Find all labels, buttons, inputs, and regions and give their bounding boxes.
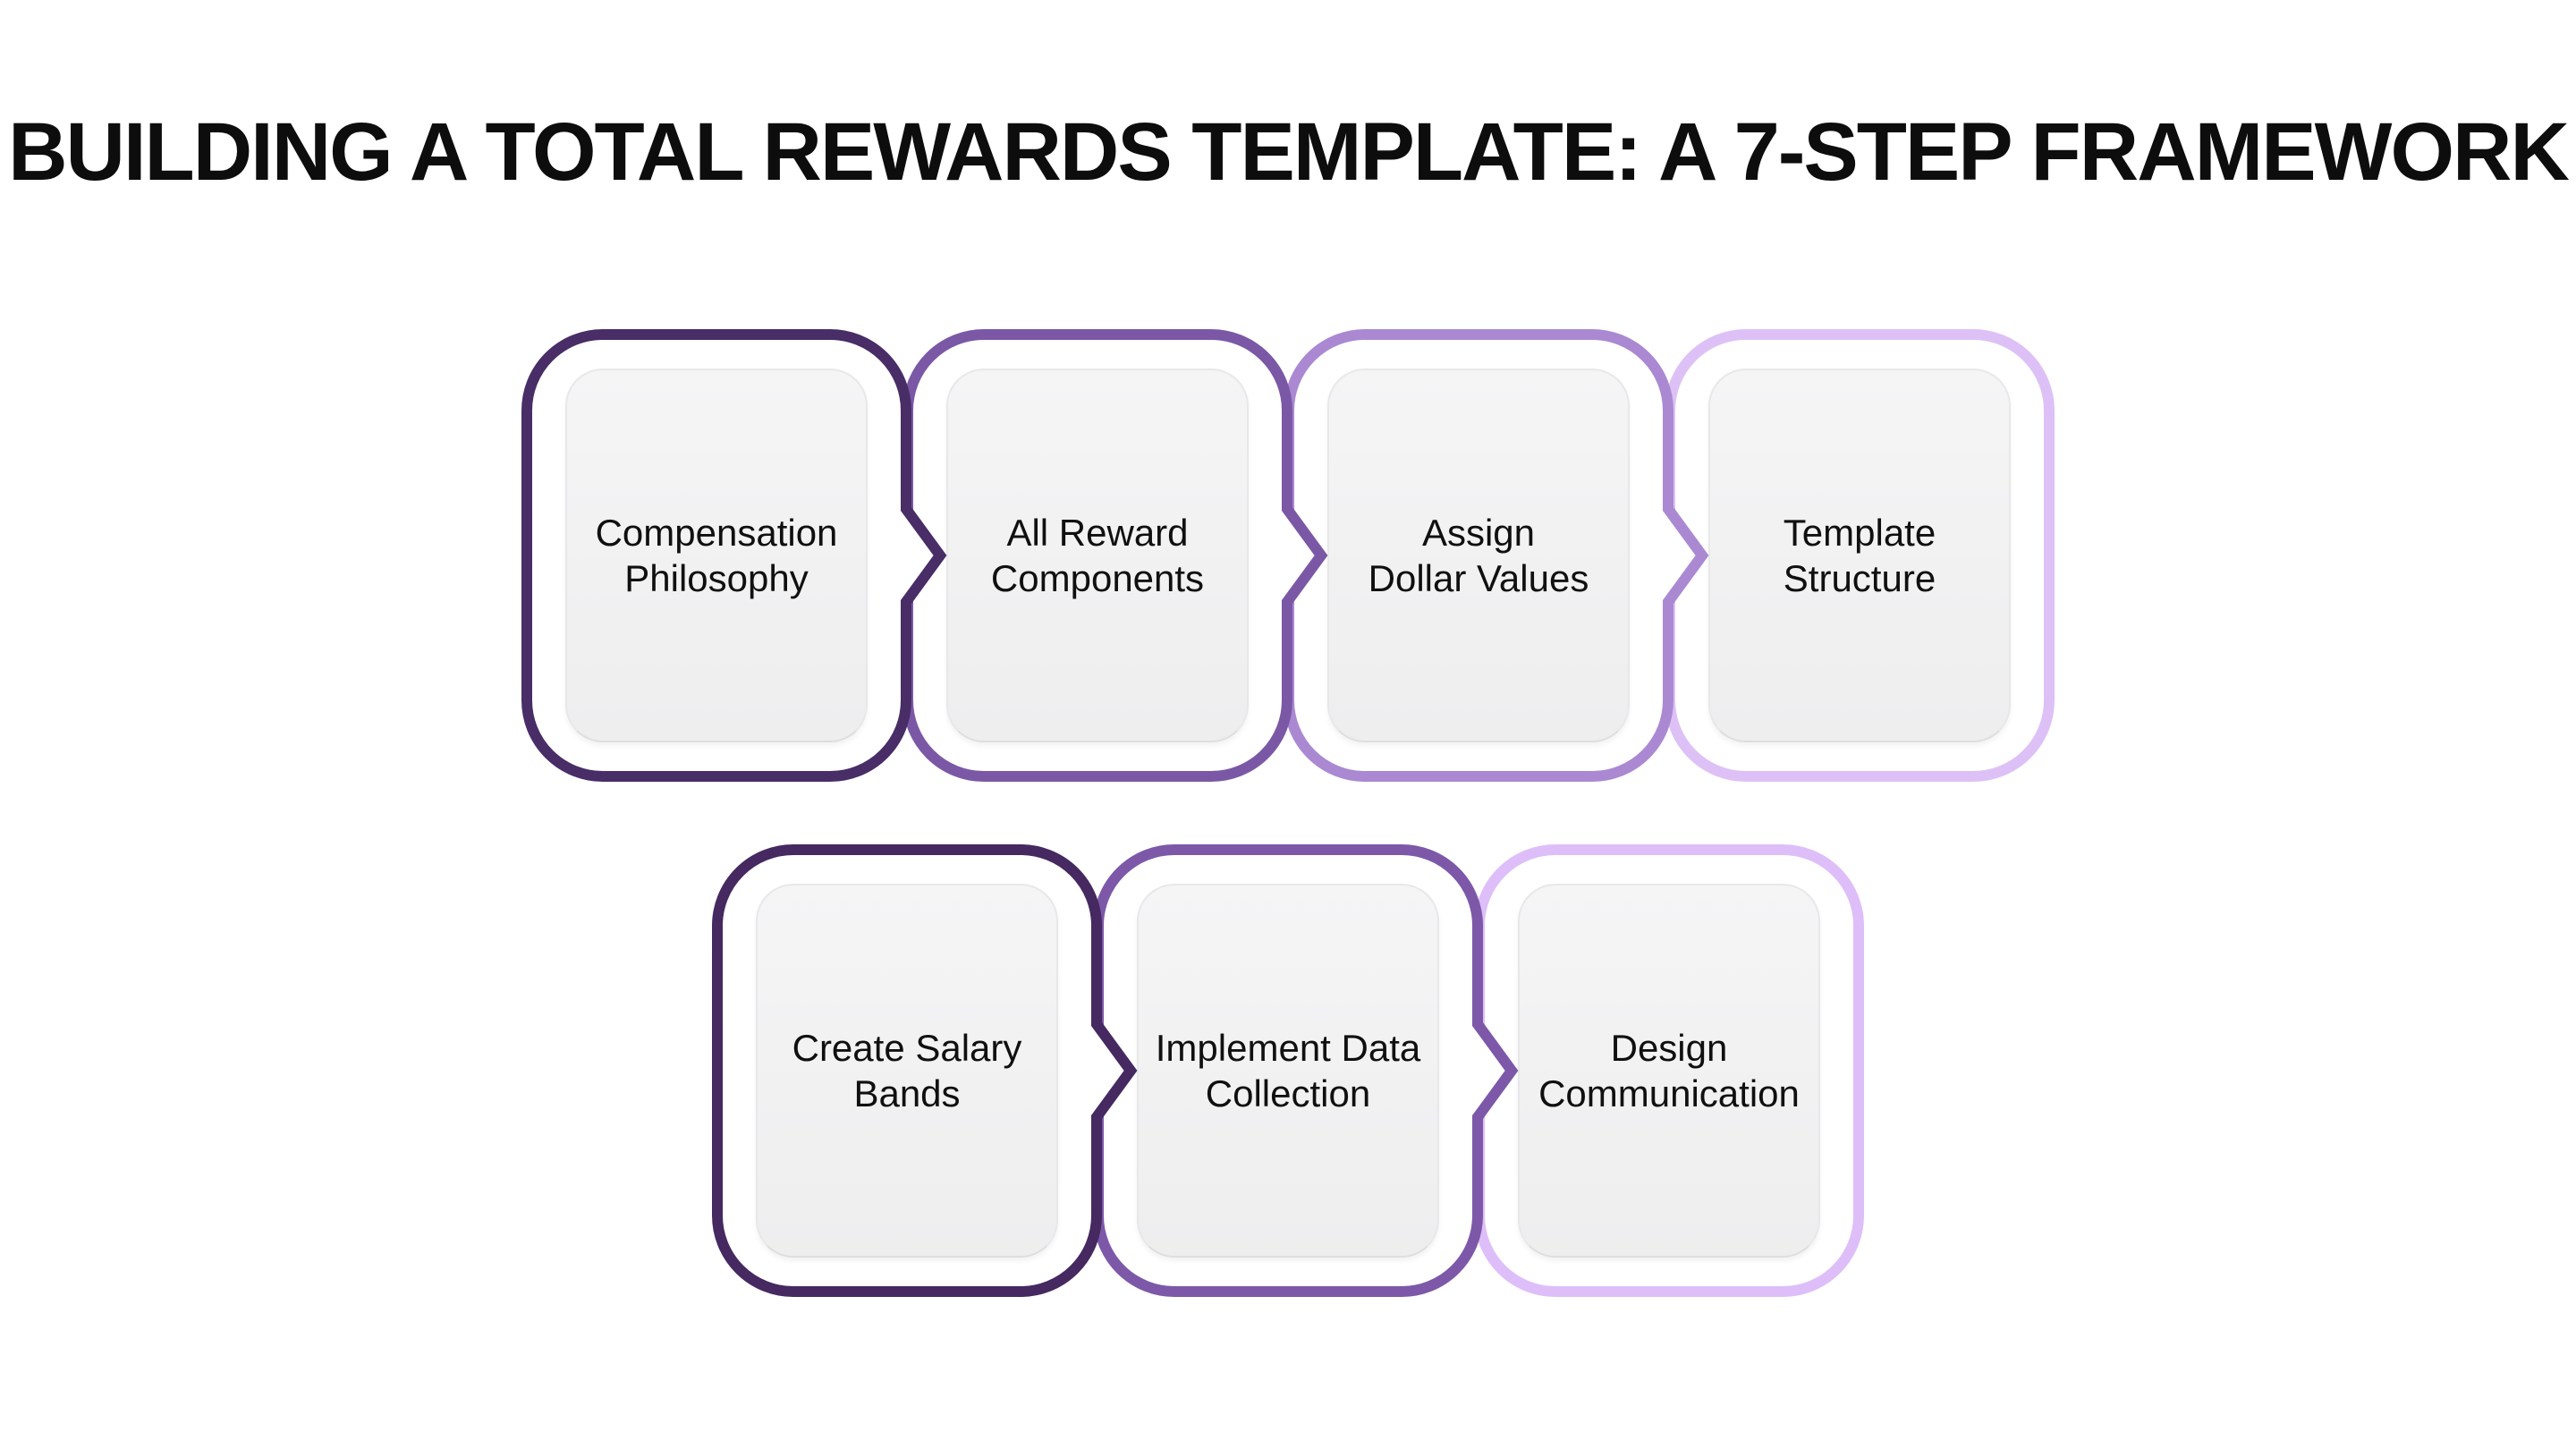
step-card: Implement Data Collection bbox=[1137, 884, 1439, 1258]
step-label: Create Salary Bands bbox=[792, 1026, 1022, 1114]
step-card: Design Communication bbox=[1518, 884, 1820, 1258]
step-node-5: Create Salary Bands bbox=[712, 844, 1138, 1297]
step-node-6: Implement Data Collection bbox=[1093, 844, 1519, 1297]
step-node-1: Compensation Philosophy bbox=[521, 329, 947, 782]
step-label: Implement Data Collection bbox=[1155, 1026, 1421, 1114]
step-label: Compensation Philosophy bbox=[595, 511, 838, 599]
step-card: Compensation Philosophy bbox=[565, 369, 868, 742]
step-card: Assign Dollar Values bbox=[1327, 369, 1630, 742]
step-label: Design Communication bbox=[1538, 1026, 1800, 1114]
step-label: Template Structure bbox=[1783, 511, 1936, 599]
step-node-7: Design Communication bbox=[1474, 844, 1864, 1297]
step-node-4: Template Structure bbox=[1665, 329, 2055, 782]
step-node-3: Assign Dollar Values bbox=[1284, 329, 1709, 782]
step-card: Create Salary Bands bbox=[756, 884, 1058, 1258]
step-card: Template Structure bbox=[1708, 369, 2011, 742]
step-card: All Reward Components bbox=[946, 369, 1249, 742]
page-title: BUILDING A TOTAL REWARDS TEMPLATE: A 7-S… bbox=[8, 106, 2570, 198]
step-label: All Reward Components bbox=[990, 511, 1205, 599]
step-node-2: All Reward Components bbox=[902, 329, 1328, 782]
step-label: Assign Dollar Values bbox=[1368, 511, 1589, 599]
